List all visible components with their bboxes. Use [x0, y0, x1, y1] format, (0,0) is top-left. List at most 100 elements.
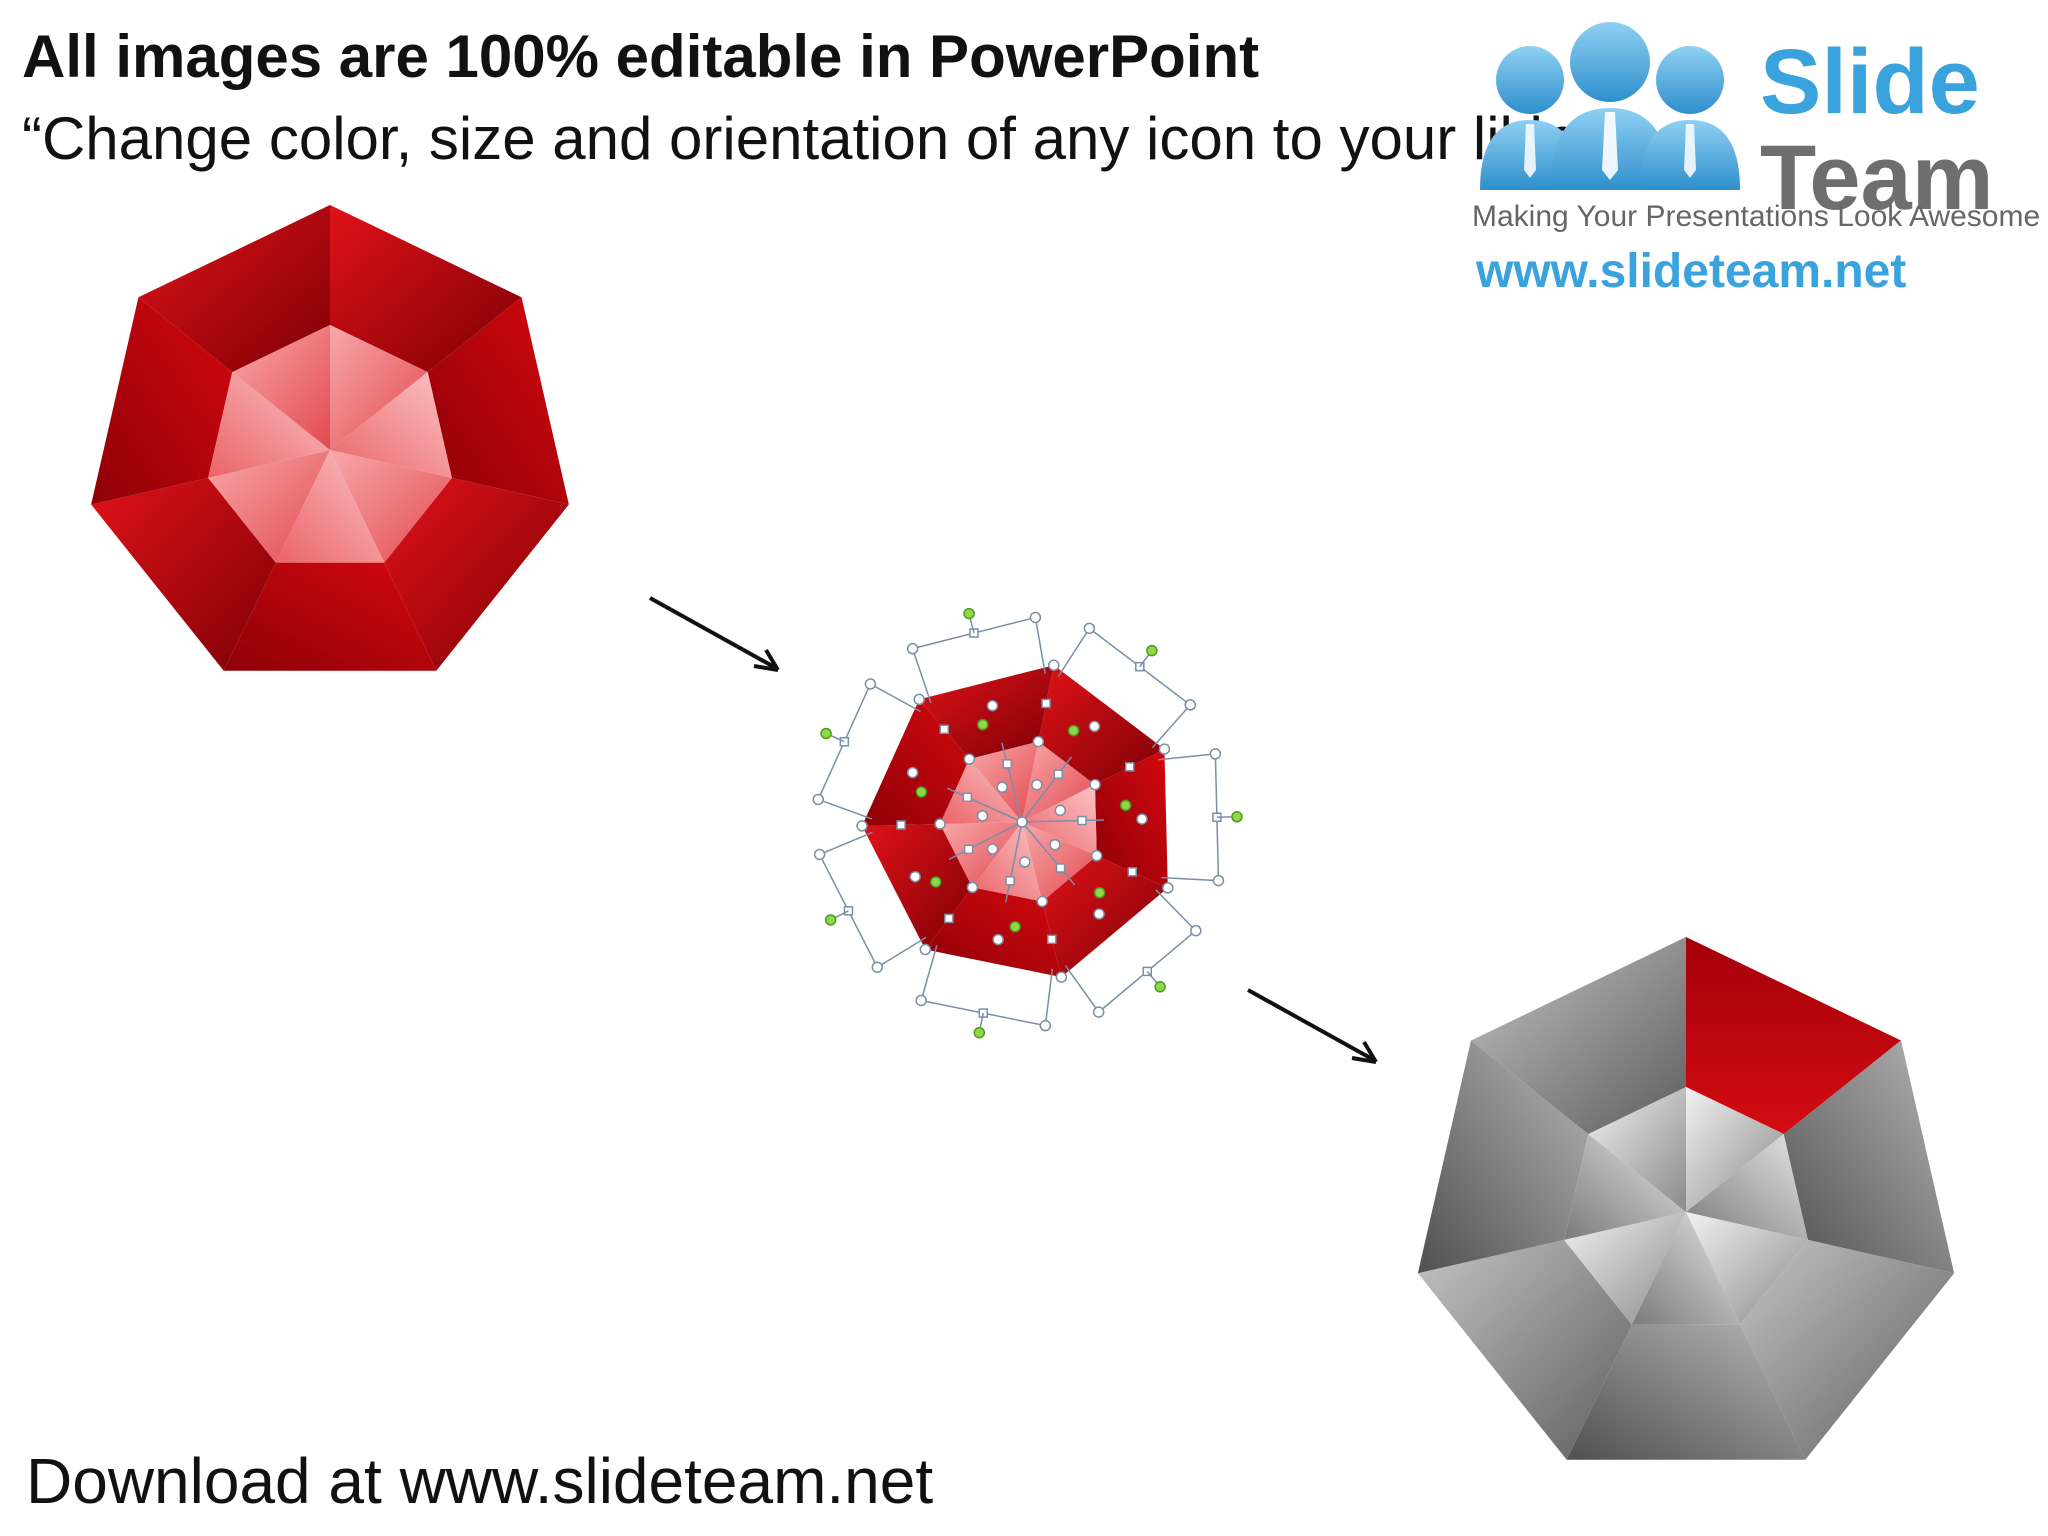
corner-handle[interactable] — [1048, 659, 1060, 671]
corner-handle[interactable] — [963, 753, 976, 765]
corner-handle[interactable] — [992, 933, 1004, 946]
heptagon-outer-segment — [1566, 1324, 1806, 1460]
resize-handle[interactable] — [1124, 762, 1135, 772]
corner-handle[interactable] — [1209, 748, 1222, 760]
corner-handle[interactable] — [1158, 743, 1171, 755]
download-link[interactable]: Download at www.slideteam.net — [26, 1445, 934, 1517]
resize-handle[interactable] — [939, 724, 950, 735]
corner-handle[interactable] — [1039, 1019, 1052, 1032]
resize-handle[interactable] — [1127, 867, 1138, 877]
red-heptagon-shape[interactable] — [80, 200, 580, 700]
rotate-handle[interactable] — [930, 876, 942, 888]
corner-handle[interactable] — [1162, 882, 1174, 894]
corner-handle[interactable] — [1083, 622, 1096, 635]
resize-handle[interactable] — [1055, 863, 1066, 873]
grey-heptagon-shape[interactable] — [1406, 932, 1966, 1492]
corner-handle[interactable] — [934, 818, 946, 830]
corner-handle[interactable] — [856, 820, 868, 832]
rotate-handle[interactable] — [824, 914, 837, 926]
resize-handle[interactable] — [1002, 759, 1012, 769]
corner-handle[interactable] — [919, 943, 932, 956]
corner-handle[interactable] — [909, 870, 921, 883]
logo-brand-top: Slide — [1760, 31, 1980, 133]
corner-handle[interactable] — [1016, 816, 1028, 828]
resize-handle[interactable] — [1047, 934, 1057, 945]
corner-handle[interactable] — [1090, 850, 1103, 862]
corner-handle[interactable] — [996, 781, 1008, 793]
resize-handle[interactable] — [1053, 769, 1064, 779]
logo-url-link[interactable]: www.slideteam.net — [1476, 245, 1907, 298]
resize-handle[interactable] — [1005, 876, 1015, 886]
corner-handle[interactable] — [986, 843, 999, 855]
corner-handle[interactable] — [812, 793, 824, 806]
resize-handle[interactable] — [1077, 815, 1087, 826]
selection-outline — [1021, 821, 1076, 886]
corner-handle[interactable] — [1190, 924, 1202, 937]
corner-handle[interactable] — [1055, 971, 1068, 983]
corner-handle[interactable] — [864, 678, 877, 690]
heptagon-inner-segment — [1022, 784, 1097, 856]
corner-handle[interactable] — [906, 766, 919, 779]
resize-handle[interactable] — [962, 792, 973, 803]
heptagon-inner-segment — [1686, 1087, 1784, 1212]
rotate-handle[interactable] — [1009, 921, 1021, 933]
selection-outline — [870, 683, 921, 713]
heptagon-outer-segment — [1783, 1040, 1955, 1274]
logo-tagline: Making Your Presentations Look Awesome — [1472, 200, 2041, 233]
corner-handle[interactable] — [1092, 1006, 1105, 1018]
rotate-handle[interactable] — [1146, 644, 1158, 657]
selection-outline — [1057, 627, 1090, 677]
corner-handle[interactable] — [1019, 856, 1031, 868]
rotate-handle[interactable] — [1067, 724, 1080, 737]
corner-handle[interactable] — [1031, 779, 1043, 791]
corner-handle[interactable] — [1088, 720, 1101, 733]
corner-handle[interactable] — [1212, 874, 1225, 887]
rotate-handle[interactable] — [1154, 981, 1166, 993]
slideteam-logo[interactable]: Slide Team Making Your Presentations Loo… — [1460, 20, 2040, 310]
heptagon-outer-segment — [925, 887, 1062, 978]
heptagon-outer-segment — [223, 562, 437, 671]
arrow-right-down-icon — [649, 596, 780, 672]
heptagon-inner-segment — [330, 372, 452, 478]
selection-outline — [948, 821, 1023, 861]
corner-handle[interactable] — [915, 994, 927, 1007]
heptagon-inner-segment — [1564, 1134, 1686, 1240]
corner-handle[interactable] — [1089, 778, 1101, 791]
rotate-handle[interactable] — [976, 718, 989, 731]
resize-handle[interactable] — [1041, 698, 1051, 709]
selection-outline — [817, 798, 873, 820]
corner-handle[interactable] — [1054, 804, 1067, 817]
selection-outline — [1158, 753, 1216, 761]
heptagon-outer-segment — [1417, 1040, 1589, 1274]
corner-handle[interactable] — [906, 642, 919, 655]
corner-handle[interactable] — [1049, 838, 1061, 851]
corner-handle[interactable] — [966, 881, 979, 894]
corner-handle[interactable] — [1029, 611, 1042, 624]
corner-handle[interactable] — [1036, 895, 1048, 908]
corner-handle[interactable] — [871, 961, 884, 973]
resize-handle[interactable] — [896, 820, 906, 830]
rotate-handle[interactable] — [1093, 886, 1106, 899]
rotate-handle[interactable] — [973, 1026, 986, 1039]
rotate-handle[interactable] — [1231, 811, 1243, 823]
heptagon-inner-segment — [1564, 1212, 1686, 1325]
corner-handle[interactable] — [813, 848, 826, 861]
heptagon-outer-segment — [138, 205, 330, 373]
page-subtitle: “Change color, size and orientation of a… — [22, 105, 1630, 172]
corner-handle[interactable] — [986, 699, 999, 712]
corner-handle[interactable] — [1093, 908, 1105, 920]
resize-handle[interactable] — [978, 1008, 989, 1018]
rotate-handle[interactable] — [1119, 799, 1132, 812]
resize-handle[interactable] — [944, 913, 954, 924]
corner-handle[interactable] — [1032, 735, 1045, 748]
editable-heptagon-shape[interactable] — [812, 607, 1243, 1039]
corner-handle[interactable] — [976, 810, 989, 822]
corner-handle[interactable] — [1136, 813, 1148, 825]
corner-handle[interactable] — [1184, 699, 1197, 711]
resize-handle[interactable] — [963, 844, 974, 855]
rotate-handle[interactable] — [963, 607, 975, 620]
rotate-handle[interactable] — [820, 727, 832, 740]
resize-handle[interactable] — [1142, 966, 1152, 977]
rotate-handle[interactable] — [915, 786, 928, 798]
corner-handle[interactable] — [913, 693, 925, 706]
